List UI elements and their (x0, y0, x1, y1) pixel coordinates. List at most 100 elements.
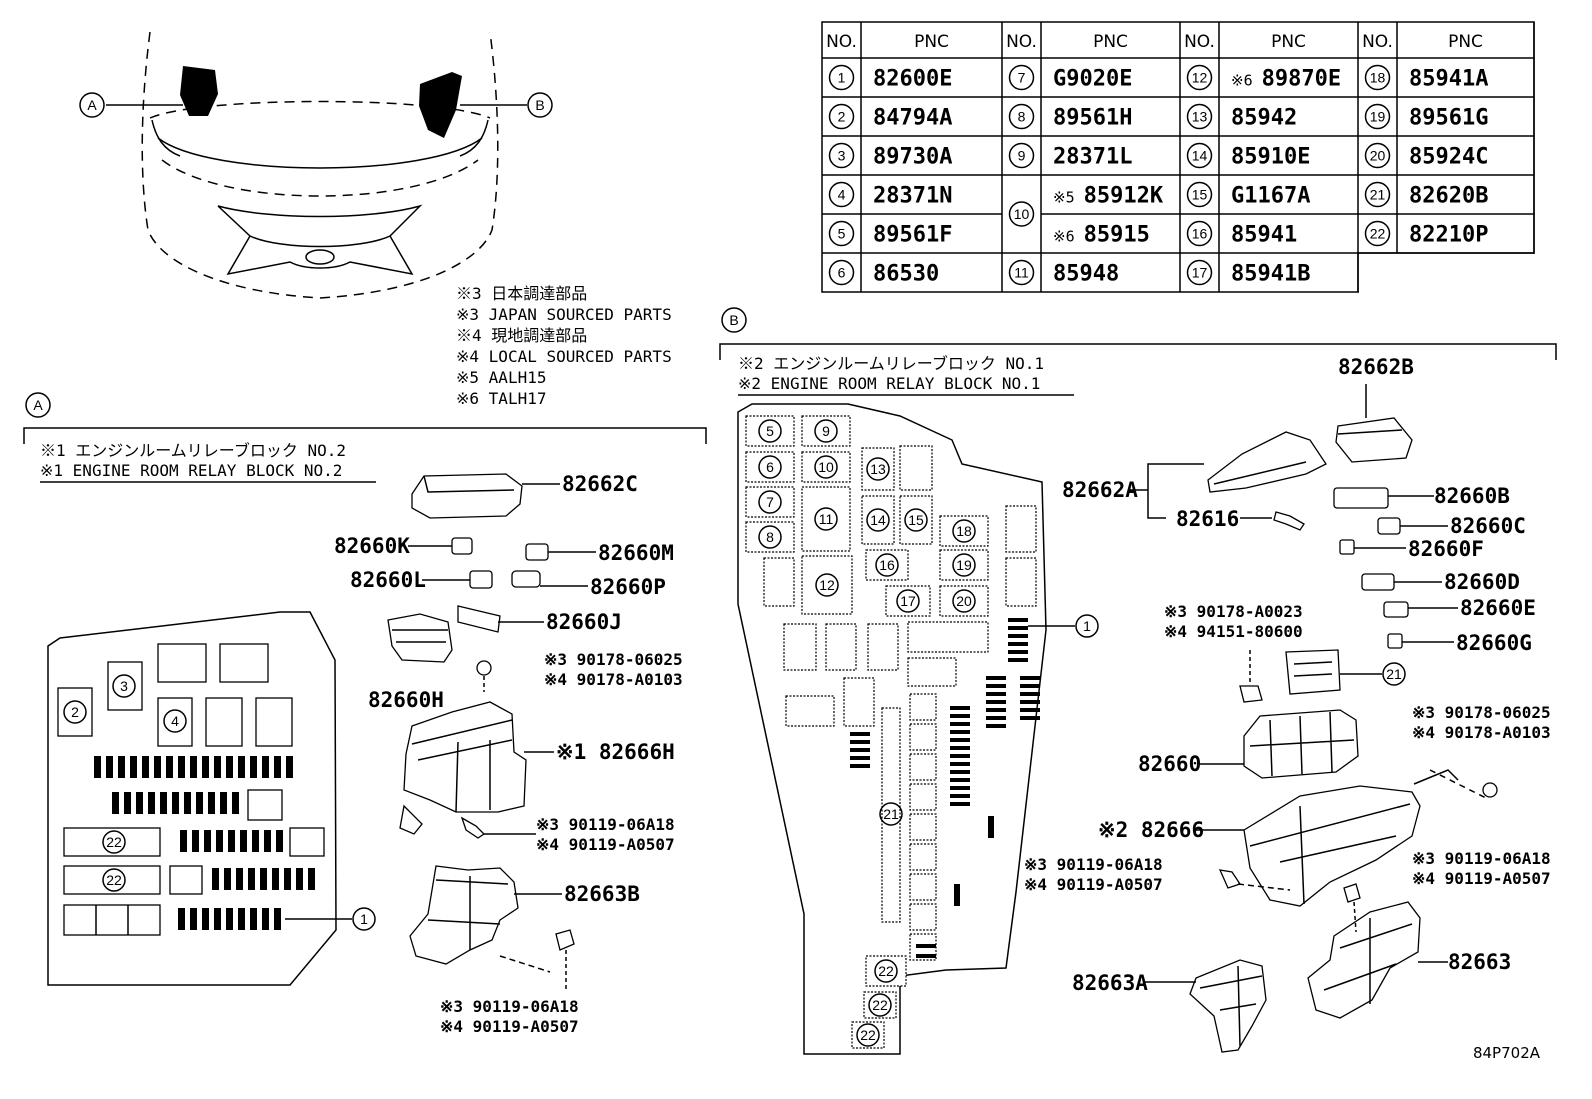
callout-21: 21 (883, 806, 899, 822)
fuse-bar (850, 748, 870, 752)
table-no: 22 (1370, 226, 1386, 242)
label-82662b: 82662B (1338, 355, 1414, 379)
callout-3: 3 (120, 678, 128, 694)
table-pnc: 85941 (1231, 223, 1297, 248)
fuse-bar (118, 756, 125, 778)
table-no-circle (1364, 64, 1391, 91)
relay-block-no2 (57, 643, 325, 936)
table-no-circle (1008, 142, 1035, 169)
relay-slot (783, 623, 817, 671)
fuse-bar (94, 756, 101, 778)
fuse-bar (950, 714, 970, 718)
fuse-slot (909, 783, 937, 811)
relay-slot (1005, 505, 1037, 553)
fuse-bar (850, 764, 870, 768)
relay-slot (885, 585, 931, 617)
fuse-bar (190, 756, 197, 778)
fuse-bar (950, 722, 970, 726)
fuse-bar (214, 756, 221, 778)
fuse-bar (228, 830, 235, 852)
relay-slot (801, 555, 853, 615)
table-no-circle (828, 181, 855, 208)
fuse-bar (1008, 642, 1028, 646)
fuse-bar (950, 794, 970, 798)
fuse-bar (248, 868, 255, 890)
table-no: 13 (1192, 109, 1208, 125)
fuse-bar (1020, 700, 1040, 704)
fuse-slot (909, 843, 937, 871)
fuse-bar (202, 756, 209, 778)
table-no: 15 (1192, 187, 1208, 203)
part-82666h-bracket (399, 660, 554, 839)
label-82663b: 82663B (564, 882, 640, 906)
relay-slot (745, 451, 795, 483)
fuse-bar (142, 756, 149, 778)
fuse-bar (950, 738, 970, 742)
table-pnc: 82600E (873, 67, 952, 92)
fuse-bar (284, 868, 291, 890)
fuse-bar (1008, 634, 1028, 638)
svg-text:A: A (87, 97, 97, 113)
relay-slot-21 (881, 707, 901, 923)
table-pnc: ※5 85912K (1053, 184, 1164, 209)
part-82660-holder (1200, 709, 1359, 779)
fuse-bar (250, 756, 257, 778)
relay-block-no2-outline (47, 611, 337, 986)
table-no: 2 (838, 109, 846, 125)
table-no: 8 (1018, 109, 1026, 125)
note-line: ※6 TALH17 (456, 389, 546, 408)
fuse-bar (208, 792, 215, 814)
table-pnc: 85948 (1053, 262, 1119, 287)
fuse-bar (220, 792, 227, 814)
fuse-bar (226, 756, 233, 778)
relay-slot (1005, 557, 1037, 607)
label-82666: ※2 82666 (1098, 818, 1204, 842)
fuse-slot (909, 813, 937, 841)
note-line: ※4 現地調達部品 (456, 326, 587, 345)
section-a-title-jp: ※1 エンジンルームリレーブロック NO.2 (40, 441, 346, 460)
fuse-bar (986, 724, 1006, 728)
marker-b-overview: B (527, 92, 553, 118)
part-82662a-cover (1130, 431, 1327, 519)
relay-slot (865, 955, 907, 987)
fuse-bar (950, 746, 970, 750)
callout-19: 19 (956, 557, 972, 573)
vehicle-overview-drawing (106, 31, 527, 299)
callout-21: 21 (1386, 666, 1402, 682)
table-no: 6 (838, 265, 846, 281)
relay-slot (939, 549, 989, 581)
fuse-bar (264, 830, 271, 852)
label-82662a: 82662A (1062, 478, 1138, 502)
label-82663: 82663 (1448, 950, 1511, 974)
fuse-bar (112, 792, 119, 814)
table-pnc: 85910E (1231, 145, 1310, 170)
section-a-title-en: ※1 ENGINE ROOM RELAY BLOCK NO.2 (40, 461, 342, 480)
fuse-bar (178, 756, 185, 778)
callout-18: 18 (956, 523, 972, 539)
table-no: 21 (1370, 187, 1386, 203)
table-header: PNC (914, 32, 949, 52)
label-82660k: 82660K (334, 534, 410, 558)
fuse-bar (950, 770, 970, 774)
fuse-bar (1008, 650, 1028, 654)
callout-22: 22 (872, 997, 888, 1013)
fuse-bar (308, 868, 315, 890)
callout-9: 9 (822, 423, 830, 439)
fuse-bar (202, 908, 209, 930)
table-no: 19 (1370, 109, 1386, 125)
fuse-bar (106, 756, 113, 778)
table-no-circle (1008, 201, 1035, 227)
label-bolt4-b: ※4 90178-A0103 (1412, 723, 1551, 742)
fuse-bar (286, 756, 293, 778)
part-82663-bracket (1307, 883, 1448, 1019)
table-no: 11 (1014, 265, 1029, 281)
label-82666h: ※1 82666H (556, 740, 675, 764)
relay-slot (801, 451, 851, 483)
relay-slot (867, 623, 899, 671)
part-82662c-cover (411, 473, 560, 519)
callout-1: 1 (1083, 618, 1091, 634)
relay-slot (907, 621, 989, 653)
table-no-circle (1186, 64, 1213, 91)
relay-slot (745, 415, 795, 447)
fuse-bar (850, 740, 870, 744)
